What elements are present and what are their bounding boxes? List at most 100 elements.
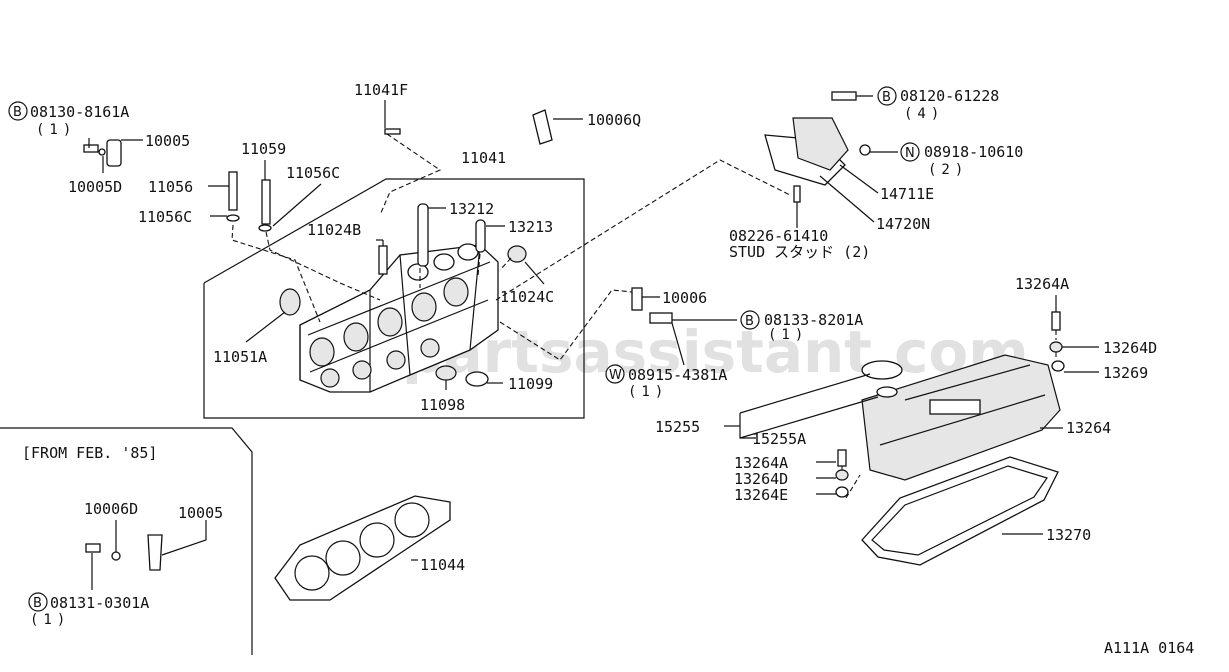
label-13264: 13264: [1066, 419, 1111, 437]
nut-symbol-08918: [900, 142, 920, 162]
head-gasket-11044: [274, 495, 451, 601]
label-13264A-left: 13264A: [734, 454, 788, 472]
label-08915-qty: (1): [628, 384, 668, 400]
label-11056: 11056: [148, 178, 193, 196]
label-14711E: 14711E: [880, 185, 934, 203]
label-11041F: 11041F: [354, 81, 408, 99]
label-11098: 11098: [420, 396, 465, 414]
washer-symbol-08915: [605, 364, 625, 384]
bolt-symbol-08130: [8, 101, 28, 121]
cap-gasket-15255A: [876, 386, 898, 398]
label-10006Q: 10006Q: [587, 111, 641, 129]
label-13264D-left: 13264D: [734, 470, 788, 488]
washer-11056C-left: [226, 214, 240, 222]
label-08131-qty: (1): [30, 612, 70, 628]
camshaft-stud-13212: [417, 203, 429, 267]
label-08130-8161A: 08130-8161A: [30, 103, 129, 121]
hanger-10006: [631, 287, 643, 311]
label-13264E: 13264E: [734, 486, 788, 504]
label-13213: 13213: [508, 218, 553, 236]
label-08120-61228: 08120-61228: [900, 87, 999, 105]
label-11041: 11041: [461, 149, 506, 167]
pipe-11041F: [384, 128, 401, 135]
label-08133-8201A: 08133-8201A: [764, 311, 863, 329]
washer-13264E: [835, 486, 849, 498]
watermark: partsassistant.com: [402, 318, 1029, 386]
bolt-08131: [85, 543, 101, 553]
inset-caption: [FROM FEB. '85]: [22, 444, 157, 462]
plug-11051A: [279, 288, 301, 316]
bolt-symbol-08133-letter: B: [745, 314, 754, 329]
bracket-10005: [106, 139, 122, 167]
bolt-symbol-08120-letter: B: [882, 90, 891, 105]
label-stud: STUD スタッド (2): [729, 243, 870, 261]
label-13264A-top: 13264A: [1015, 275, 1069, 293]
bolt-11059: [261, 179, 271, 225]
plug-11024C: [507, 245, 527, 263]
label-11024C: 11024C: [500, 288, 554, 306]
nut-symbol-08918-letter: N: [905, 146, 915, 161]
bolt-symbol-08120: [877, 86, 897, 106]
bolt-symbol-08131-letter: B: [33, 596, 42, 611]
label-13264D-right: 13264D: [1103, 339, 1157, 357]
label-11059: 11059: [241, 140, 286, 158]
bolt-symbol-08131: [28, 592, 48, 612]
label-08133-qty: (1): [768, 327, 808, 343]
label-15255A: 15255A: [752, 430, 806, 448]
label-13270: 13270: [1046, 526, 1091, 544]
figure-code: A111A 0164: [1104, 639, 1194, 657]
washer-symbol-08915-letter: W: [609, 368, 622, 383]
cylinder-head-group-frame: [203, 178, 585, 419]
label-08226-61410: 08226-61410: [729, 227, 828, 245]
head-bolt-11056: [228, 171, 238, 211]
leader-lines: [88, 95, 1099, 590]
label-15255: 15255: [655, 418, 700, 436]
label-10006D: 10006D: [84, 500, 138, 518]
stud-13213: [475, 219, 486, 253]
label-11056C-top: 11056C: [286, 164, 340, 182]
label-11051A: 11051A: [213, 348, 267, 366]
washer-13269: [1051, 360, 1065, 372]
bolt-08130: [83, 144, 99, 153]
cylinder-head-drawing: [299, 243, 499, 393]
label-10005: 10005: [145, 132, 190, 150]
bolt-symbol-08133: [740, 310, 760, 330]
rocker-cover-13264: [861, 354, 1061, 481]
rocker-cover-emblem: [929, 399, 981, 415]
grommet-13264D-right: [1049, 341, 1063, 353]
label-10005D: 10005D: [68, 178, 122, 196]
label-14720N: 14720N: [876, 215, 930, 233]
label-08131-0301A: 08131-0301A: [50, 594, 149, 612]
stud-08226: [793, 185, 801, 203]
washer-10005D: [98, 148, 106, 156]
label-08918-10610: 08918-10610: [924, 143, 1023, 161]
dashed-assembly-lines: [231, 133, 1057, 499]
label-11099: 11099: [508, 375, 553, 393]
washer-10006D: [111, 551, 121, 561]
label-08120-qty: (4): [904, 106, 944, 122]
seal-11099: [465, 371, 489, 387]
bolt-symbol-08130-letter: B: [13, 105, 22, 120]
grommet-13264D-left: [835, 469, 849, 481]
washer-11056C-top: [258, 224, 272, 232]
label-13269: 13269: [1103, 364, 1148, 382]
plug-11024B: [378, 245, 388, 275]
seal-11098: [435, 365, 457, 381]
housing-14711E: [792, 117, 849, 171]
label-08918-qty: (2): [928, 162, 968, 178]
bolt-13264A-right: [1051, 311, 1061, 331]
bolt-08120: [831, 91, 857, 101]
rocker-cover-gasket-13270: [861, 456, 1059, 566]
label-08130-qty: (1): [36, 122, 76, 138]
label-10006: 10006: [662, 289, 707, 307]
label-13212: 13212: [449, 200, 494, 218]
label-11024B: 11024B: [307, 221, 361, 239]
bolt-08133: [649, 312, 673, 324]
label-11044: 11044: [420, 556, 465, 574]
oil-filler-cap-15255: [861, 360, 903, 380]
bracket-10005-inset: [147, 534, 163, 571]
nut-08918: [859, 144, 871, 156]
hanger-10006Q: [532, 109, 553, 145]
